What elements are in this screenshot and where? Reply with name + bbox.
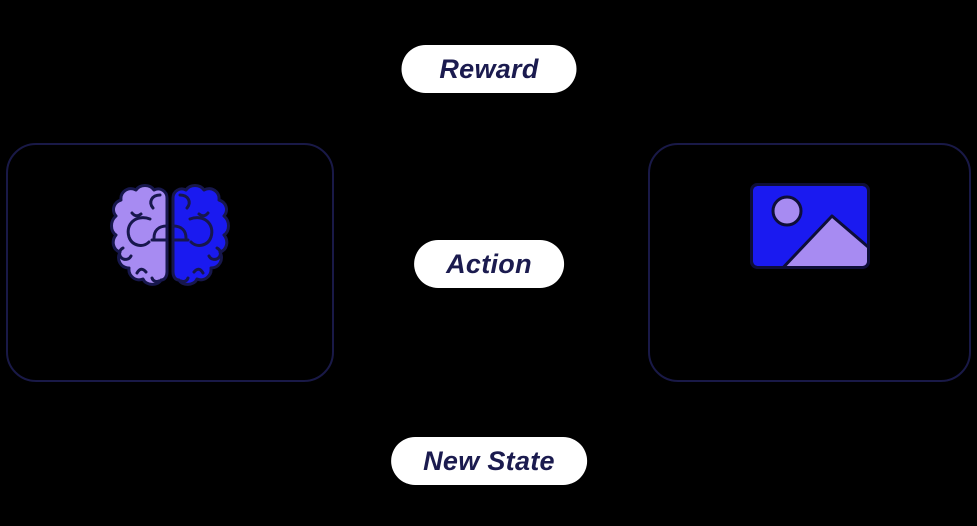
new-state-label: New State (391, 437, 587, 485)
action-label: Action (414, 240, 564, 288)
reward-label: Reward (401, 45, 577, 93)
environment-box (648, 143, 971, 382)
agent-box (6, 143, 334, 382)
image-icon (749, 183, 870, 269)
brain-icon (108, 182, 232, 292)
